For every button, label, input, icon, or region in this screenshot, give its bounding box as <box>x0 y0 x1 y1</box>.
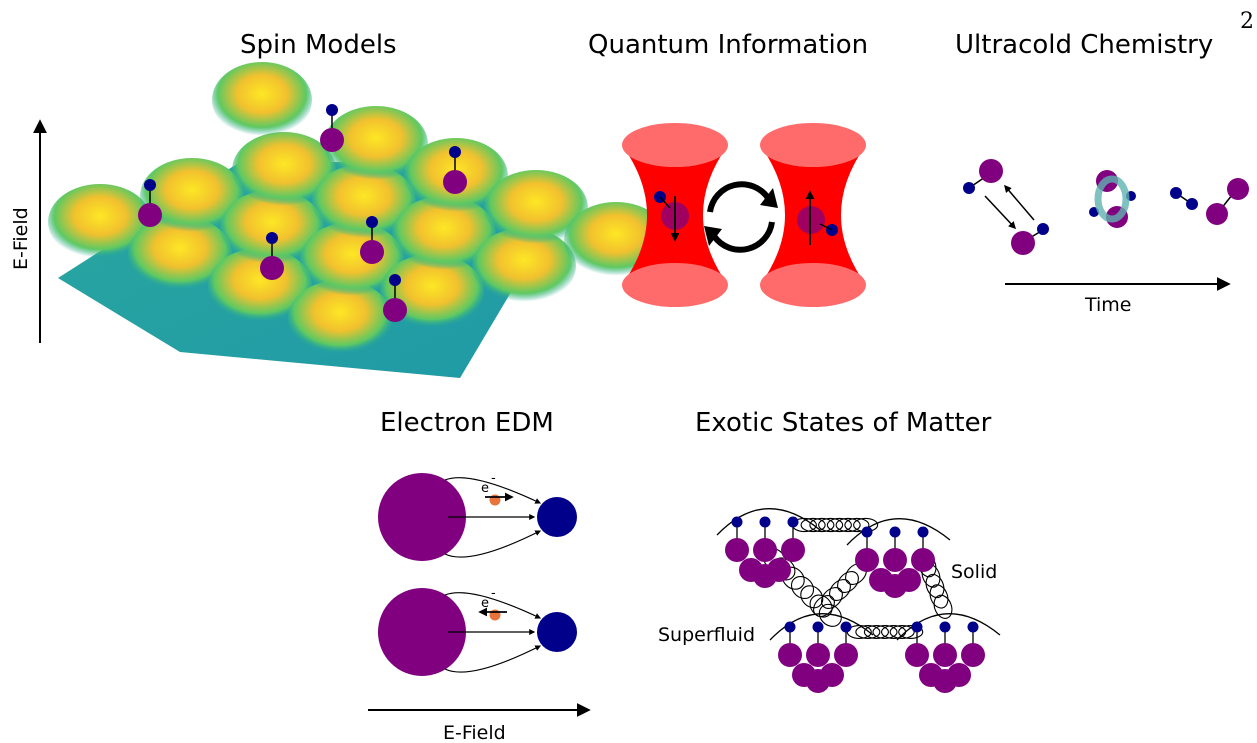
spin-efield-label: E-Field <box>10 207 32 270</box>
potential-peak <box>324 106 428 182</box>
reactant-molecule-2 <box>1011 223 1049 255</box>
potential-surface <box>48 62 668 378</box>
potential-peak <box>208 248 312 324</box>
polar-molecule <box>320 104 344 152</box>
electron-edm-title: Electron EDM <box>380 408 554 438</box>
molecule-cluster <box>896 613 1001 693</box>
molecule-clusters <box>716 508 1001 693</box>
polar-molecule <box>443 146 467 194</box>
edm-molecule-top: e - <box>378 471 577 561</box>
solid-label: Solid <box>951 561 997 583</box>
electron-edm-panel: Electron EDM e - e - E-Field <box>368 408 591 743</box>
spring-loop <box>863 625 889 639</box>
quantum-information-panel: Quantum Information <box>588 30 868 307</box>
approach-arrow <box>984 195 1017 230</box>
polar-molecule <box>138 179 162 227</box>
electron-label: e <box>481 596 489 611</box>
optical-trap-left <box>622 123 728 307</box>
molecule-cluster <box>716 508 821 588</box>
spring-loop <box>809 517 835 533</box>
spring-loop <box>835 517 861 533</box>
edm-molecule-bottom: e - <box>378 586 577 676</box>
polar-molecule <box>383 274 407 322</box>
spring-loop <box>855 625 881 639</box>
spring-loop <box>898 625 924 639</box>
potential-peak <box>484 170 588 246</box>
approach-arrow <box>1004 184 1035 221</box>
potential-peak <box>232 132 336 208</box>
superfluid-label: Superfluid <box>658 624 755 646</box>
spring-loop <box>818 603 842 627</box>
spring-loop <box>872 625 898 639</box>
potential-peak <box>140 158 244 234</box>
spin-molecules <box>138 104 467 322</box>
spring-loop <box>889 625 915 639</box>
optical-trap-right <box>760 123 866 307</box>
product-molecule-2 <box>1206 178 1249 225</box>
potential-peak <box>48 184 152 260</box>
ultracold-chemistry-panel: Ultracold Chemistry <box>955 30 1249 316</box>
page-number: 2 <box>1240 9 1254 34</box>
molecule-cluster <box>846 518 951 598</box>
spring-loop <box>844 517 870 533</box>
potential-peak <box>300 222 404 298</box>
electron-label: e <box>481 481 489 496</box>
exotic-states-panel: Exotic States of Matter Solid Superfluid <box>658 408 1001 693</box>
time-label: Time <box>1084 294 1132 316</box>
molecule-cluster <box>769 613 874 693</box>
potential-peak <box>472 228 576 304</box>
spring-loop <box>800 585 824 609</box>
spring-loop <box>829 579 851 601</box>
spring-loop <box>933 594 953 619</box>
exotic-states-title: Exotic States of Matter <box>695 408 992 438</box>
edm-efield-label: E-Field <box>443 722 506 743</box>
spring-loop <box>818 517 844 533</box>
reactant-molecule-1 <box>963 159 1003 194</box>
spring-loop <box>837 571 859 593</box>
ultracold-chemistry-title: Ultracold Chemistry <box>955 30 1213 60</box>
spin-models-panel: Spin Models E-Field <box>10 30 668 378</box>
interaction-springs <box>763 517 953 639</box>
potential-peak <box>288 280 392 356</box>
electron-charge-sup: - <box>491 586 496 601</box>
spring-loop <box>821 587 843 609</box>
polar-molecule <box>360 216 384 264</box>
potential-peak <box>220 190 324 266</box>
potential-peak <box>392 196 496 272</box>
spring-loop <box>813 595 835 617</box>
intermediate-complex <box>1089 170 1136 228</box>
spring-loop <box>925 573 945 599</box>
quantum-information-title: Quantum Information <box>588 30 868 60</box>
potential-peak <box>312 164 416 240</box>
spring-loop <box>826 517 852 533</box>
swap-arrows-icon <box>704 181 778 253</box>
product-molecule-1 <box>1170 187 1198 210</box>
electron-charge-sup: - <box>491 471 496 486</box>
spin-models-title: Spin Models <box>240 30 397 60</box>
spring-loop <box>929 584 949 609</box>
potential-peak <box>212 62 312 138</box>
polar-molecule <box>260 232 284 280</box>
spring-loop <box>800 517 826 533</box>
spring-loop <box>790 575 815 600</box>
potential-peak <box>128 216 232 292</box>
